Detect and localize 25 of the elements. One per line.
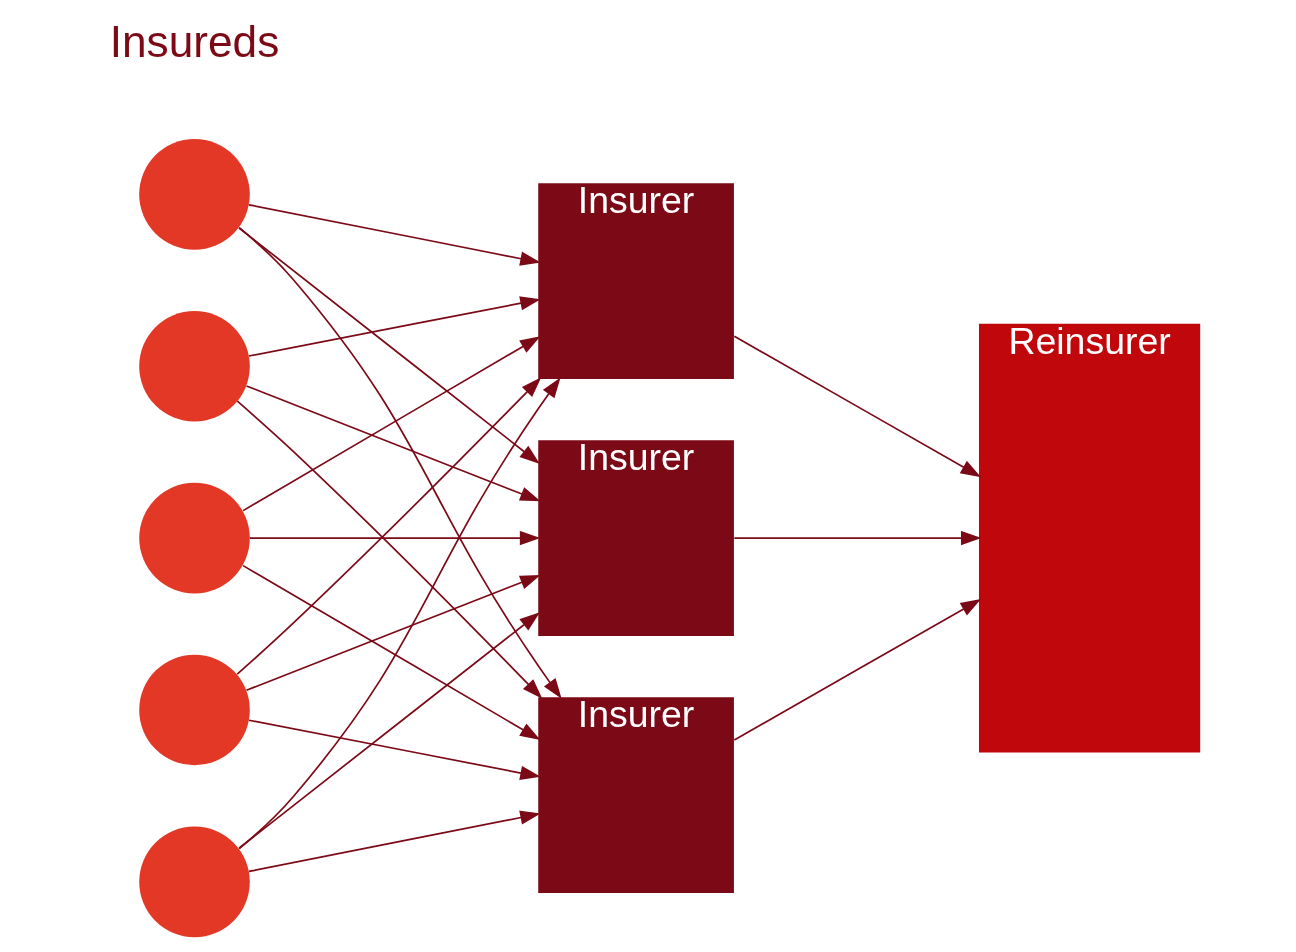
node-circle [139, 482, 250, 594]
arrow [245, 385, 541, 502]
arrow [249, 530, 541, 546]
node-box: Insurer [538, 697, 734, 893]
node-box: Insurer [538, 183, 734, 379]
arrow [733, 599, 982, 741]
arrow [733, 335, 982, 478]
arrow [245, 574, 541, 692]
arrow [248, 810, 541, 873]
arrow [238, 377, 561, 850]
arrow [238, 612, 540, 850]
arrow [733, 530, 982, 546]
arrow [248, 296, 541, 357]
arrow [238, 226, 562, 699]
label: Insureds [109, 17, 280, 67]
node-circle [139, 139, 250, 250]
arrow [242, 336, 541, 512]
arrow [248, 204, 541, 266]
node-box: Insurer [538, 440, 734, 636]
node-box: Reinsurer [979, 323, 1201, 753]
arrow [242, 564, 541, 740]
node-circle [139, 826, 250, 938]
node-circle [139, 310, 250, 422]
node-circle [139, 654, 250, 766]
arrow [248, 719, 541, 780]
